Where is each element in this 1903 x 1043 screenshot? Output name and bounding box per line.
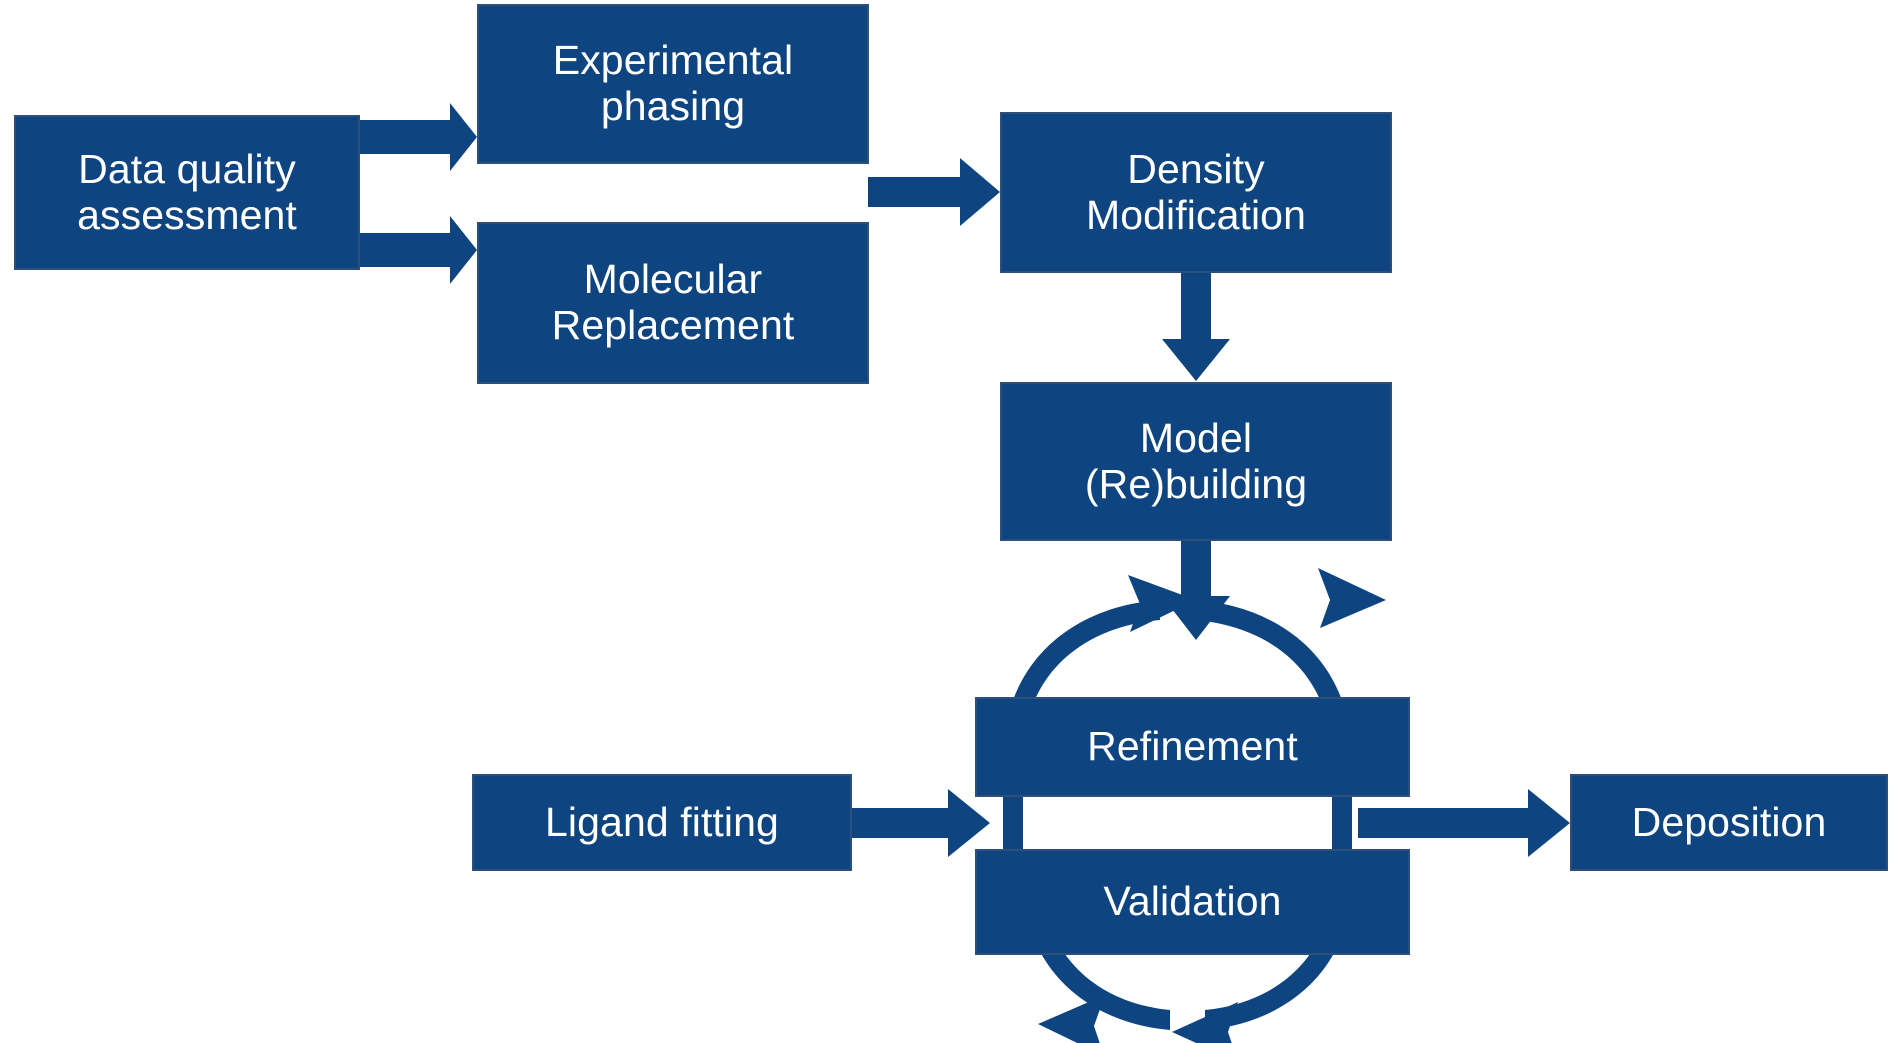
node-validation[interactable]: Validation xyxy=(975,849,1410,955)
arrow-ligand-fitting-to-cycle xyxy=(852,789,990,857)
arrow-phasing-to-density-modification xyxy=(868,158,1000,226)
node-ligand-fitting[interactable]: Ligand fitting xyxy=(472,774,852,871)
node-data-quality-assessment[interactable]: Data quality assessment xyxy=(14,115,360,270)
node-refinement[interactable]: Refinement xyxy=(975,697,1410,797)
node-label-validation: Validation xyxy=(1103,878,1282,925)
node-label-deposition: Deposition xyxy=(1631,798,1827,845)
node-experimental-phasing[interactable]: Experimental phasing xyxy=(477,4,869,164)
node-label-experimental-phasing: Experimental phasing xyxy=(552,37,794,129)
arrow-dqa-to-molecular-replacement xyxy=(360,216,477,284)
node-label-model-rebuilding: Model (Re)building xyxy=(1084,414,1308,507)
arrow-dqa-to-experimental-phasing xyxy=(360,103,477,171)
node-label-refinement: Refinement xyxy=(1087,723,1298,770)
arrow-model-rebuilding-to-refinement xyxy=(1162,540,1230,640)
node-density-modification[interactable]: Density Modification xyxy=(1000,112,1392,273)
node-label-molecular-replacement: Molecular Replacement xyxy=(551,256,795,348)
node-model-rebuilding[interactable]: Model (Re)building xyxy=(1000,382,1392,541)
arrow-density-modification-to-model-rebuilding xyxy=(1162,272,1230,381)
arrow-cycle-to-deposition xyxy=(1358,789,1570,857)
node-label-data-quality-assessment: Data quality assessment xyxy=(77,145,297,238)
node-deposition[interactable]: Deposition xyxy=(1570,774,1888,871)
cycle-ring-left-edge xyxy=(1003,795,1023,851)
node-molecular-replacement[interactable]: Molecular Replacement xyxy=(477,222,869,384)
node-label-density-modification: Density Modification xyxy=(1086,145,1306,238)
node-label-ligand-fitting: Ligand fitting xyxy=(545,798,779,845)
cycle-ring-right-edge xyxy=(1332,795,1352,851)
